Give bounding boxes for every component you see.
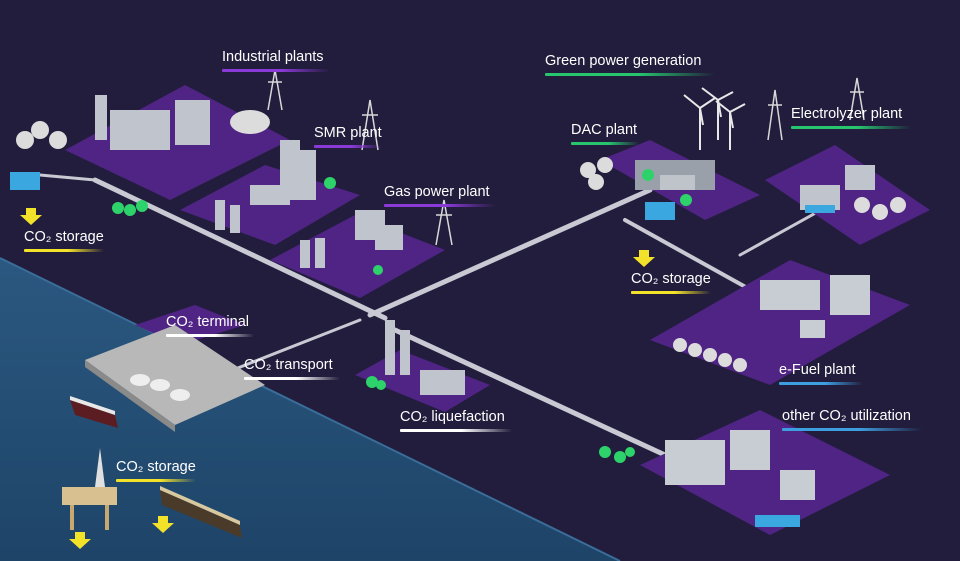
pipeline-storage-west [38, 173, 97, 182]
label-co2-storage-offshore: CO₂ storage [116, 459, 196, 482]
label-underline [222, 69, 330, 72]
label-co2-storage-west: CO₂ storage [24, 229, 104, 252]
storage-spheres-dac [580, 157, 613, 190]
utilization-plant-buildings [665, 430, 815, 527]
label-co2-liquefaction: CO₂ liquefaction [400, 409, 512, 432]
label-other-co2-utilization: other CO₂ utilization [782, 408, 922, 431]
electrolyzer-buildings [800, 165, 875, 213]
label-text: DAC plant [571, 122, 638, 138]
wind-turbines [683, 87, 746, 150]
label-underline [24, 249, 104, 252]
label-underline [791, 126, 911, 129]
storage-spheres-electrolyzer [854, 197, 906, 220]
label-text: CO₂ transport [244, 357, 333, 373]
terminal-tanks [130, 374, 190, 401]
liquefaction-buildings [385, 320, 465, 395]
label-efuel-plant: e-Fuel plant [779, 362, 863, 385]
efuel-tanks [673, 338, 747, 372]
label-underline [166, 334, 254, 337]
label-underline [314, 145, 382, 148]
label-co2-storage-east: CO₂ storage [631, 271, 711, 294]
label-underline [116, 479, 196, 482]
pipeline-hub-to-dac [367, 187, 653, 318]
label-text: CO₂ storage [116, 459, 196, 475]
label-text: SMR plant [314, 125, 382, 141]
pipeline-hub-to-utilization [392, 327, 668, 458]
down-arrow-icon [69, 532, 91, 549]
label-underline [571, 142, 639, 145]
label-green-power-generation: Green power generation [545, 53, 715, 76]
offshore-rig [62, 448, 117, 530]
label-text: CO₂ storage [631, 271, 711, 287]
label-underline [400, 429, 512, 432]
label-underline [545, 73, 715, 76]
co2-tanker-ship-offshore [160, 486, 242, 538]
label-underline [384, 204, 496, 207]
label-text: Gas power plant [384, 184, 490, 200]
label-text: CO₂ liquefaction [400, 409, 505, 425]
label-co2-terminal: CO₂ terminal [166, 314, 254, 337]
down-arrow-icon [20, 208, 42, 225]
label-electrolyzer-plant: Electrolyzer plant [791, 106, 911, 129]
efuel-plant-buildings [760, 275, 870, 338]
smr-plant-buildings [215, 140, 316, 233]
label-underline [244, 377, 340, 380]
label-text: CO₂ storage [24, 229, 104, 245]
label-smr-plant: SMR plant [314, 125, 382, 148]
coastline [0, 257, 621, 561]
label-text: Industrial plants [222, 49, 324, 65]
storage-spheres-west [16, 121, 67, 149]
co2-terminal-pier [85, 325, 265, 425]
down-arrow-icon [152, 516, 174, 533]
label-underline [782, 428, 922, 431]
label-co2-transport: CO₂ transport [244, 357, 340, 380]
platform-electrolyzer [765, 145, 930, 245]
label-underline [779, 382, 863, 385]
gas-power-plant-buildings [300, 210, 403, 268]
storage-cabins [10, 172, 675, 220]
label-text: CO₂ terminal [166, 314, 249, 330]
trees [112, 169, 692, 463]
label-underline [631, 291, 711, 294]
label-text: e-Fuel plant [779, 362, 856, 378]
co2-tanker-ship-terminal [70, 396, 118, 428]
label-text: Green power generation [545, 53, 702, 69]
label-text: other CO₂ utilization [782, 408, 911, 424]
pipeline-terminal-to-hub [218, 318, 362, 377]
down-arrow-icon [633, 250, 655, 267]
pipeline-dac-to-efuel [623, 218, 762, 297]
label-gas-power-plant: Gas power plant [384, 184, 496, 207]
label-industrial-plants: Industrial plants [222, 49, 330, 72]
label-dac-plant: DAC plant [571, 122, 639, 145]
industrial-plant-buildings [95, 95, 270, 150]
storage-arrow-icons [20, 208, 655, 549]
label-text: Electrolyzer plant [791, 106, 903, 122]
